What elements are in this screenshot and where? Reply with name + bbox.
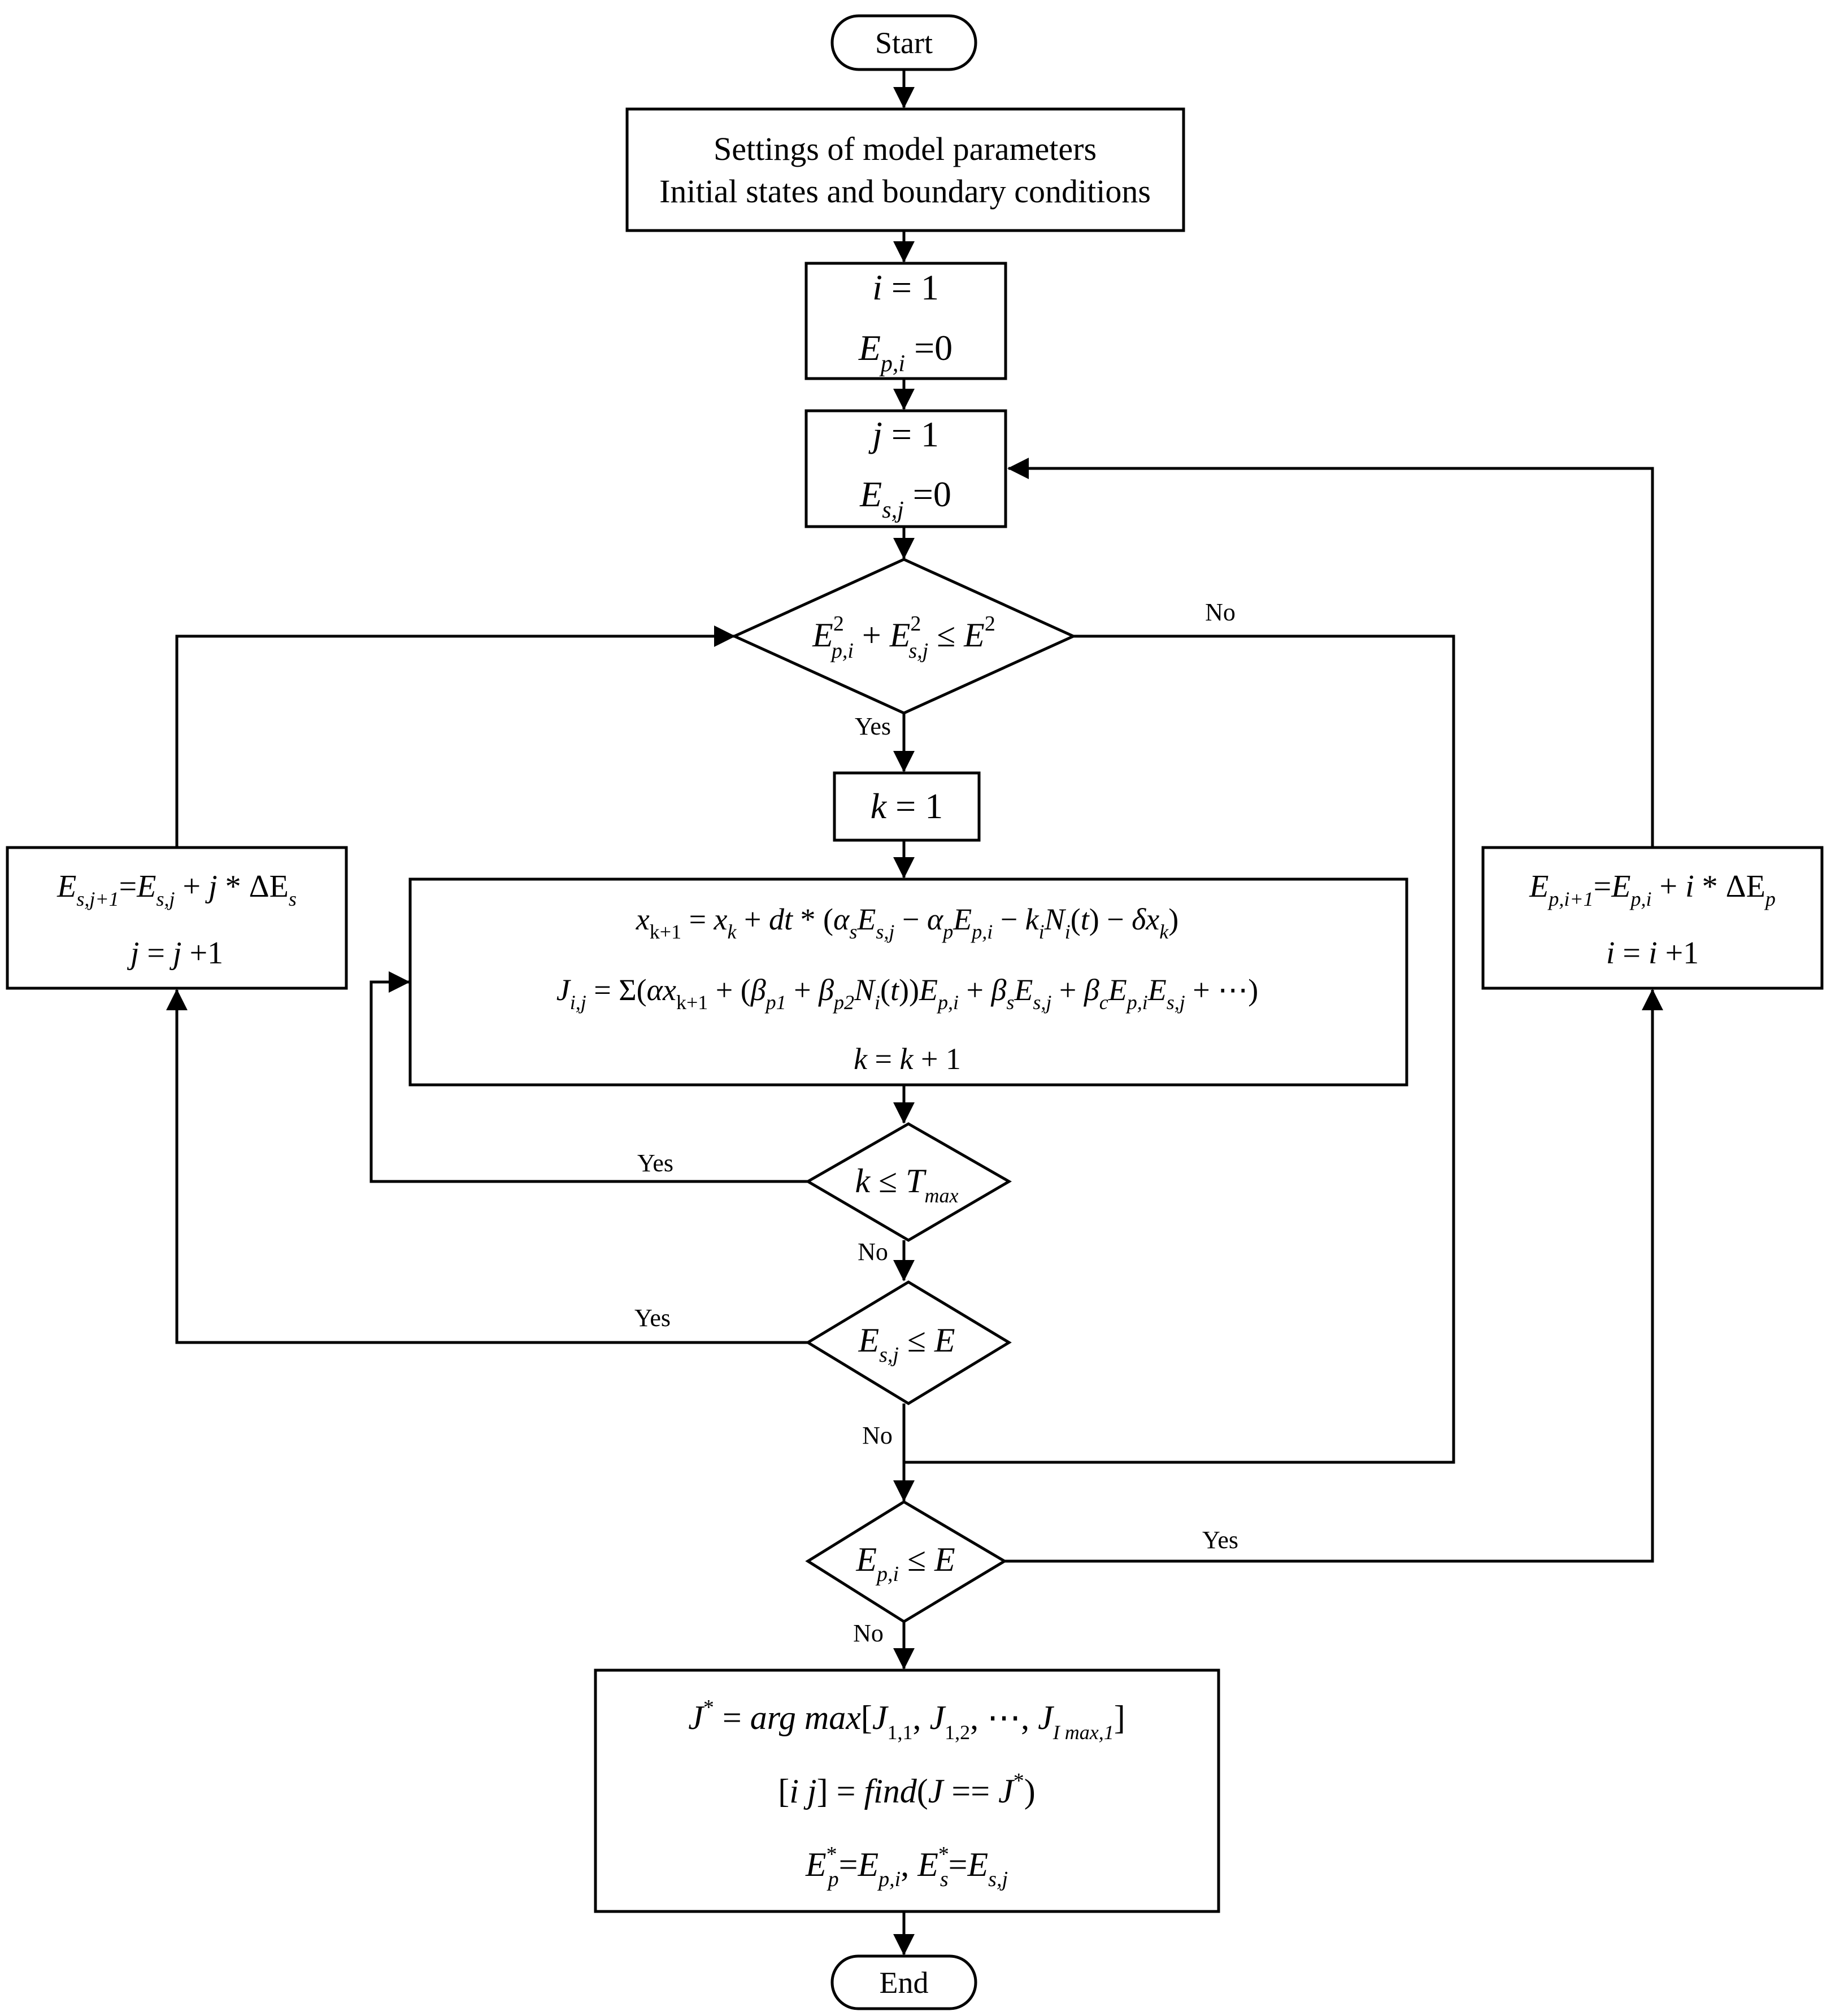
arrow-update-j-to-energy-check bbox=[175, 625, 736, 848]
connectors bbox=[166, 69, 1663, 1956]
edge-labels: No Yes Yes No Yes No Yes No bbox=[634, 598, 1238, 1647]
settings-line-1: Settings of model parameters bbox=[714, 131, 1097, 167]
init-i-line-1: i = 1 bbox=[872, 267, 939, 307]
init-k-box: k = 1 bbox=[833, 771, 981, 842]
arrow-update-i-to-init-j bbox=[1007, 458, 1654, 848]
arrow-k-yes-loop bbox=[369, 971, 808, 1183]
update-i-line-1: Ep,i+1=Ep,i + i * ΔEp bbox=[1529, 869, 1776, 910]
init-j-line-1: j = 1 bbox=[868, 414, 939, 454]
update-j-shape bbox=[6, 846, 348, 990]
init-i-box: i = 1 Ep,i =0 bbox=[804, 262, 1007, 380]
init-j-box: j = 1 Es,j =0 bbox=[804, 409, 1007, 528]
update-i-shape bbox=[1481, 846, 1824, 990]
settings-shape bbox=[625, 107, 1185, 232]
end-terminal: End bbox=[830, 1954, 977, 2010]
ep-decision-shape bbox=[805, 1500, 1007, 1623]
label-ep-no: No bbox=[853, 1619, 884, 1647]
start-label: Start bbox=[875, 26, 933, 60]
result-box: J* = arg max[J1,1, J1,2, ⋯, JI max,1] [i… bbox=[594, 1669, 1220, 1913]
settings-line-2: Initial states and boundary conditions bbox=[659, 173, 1151, 210]
es-limit-decision: Es,j ≤ E bbox=[805, 1280, 1012, 1405]
compute-line-3: k = k + 1 bbox=[854, 1042, 961, 1076]
label-k-yes: Yes bbox=[637, 1149, 673, 1177]
label-ep-yes: Yes bbox=[1202, 1526, 1238, 1554]
update-j-line-2: j = j +1 bbox=[127, 936, 223, 971]
init-k-shape bbox=[833, 771, 981, 842]
init-i-shape bbox=[804, 262, 1007, 380]
arrow-es-yes-to-update-j bbox=[166, 989, 808, 1344]
start-shape bbox=[830, 14, 977, 71]
es-decision-shape bbox=[805, 1280, 1012, 1405]
end-label: End bbox=[880, 1966, 929, 2000]
init-j-shape bbox=[804, 409, 1007, 528]
k-limit-decision: k ≤ Tmax bbox=[805, 1122, 1012, 1242]
result-line-3: E*p=Ep,i, E*s=Es,j bbox=[805, 1843, 1008, 1891]
update-i-line-2: i = i +1 bbox=[1606, 936, 1699, 971]
update-i-box: Ep,i+1=Ep,i + i * ΔEp i = i +1 bbox=[1481, 846, 1824, 990]
compute-box: xk+1 = xk + dt * (αsEs,j − αpEp,i − kiNi… bbox=[408, 877, 1408, 1087]
ep-limit-decision: Ep,i ≤ E bbox=[805, 1500, 1007, 1623]
label-k-no: No bbox=[858, 1238, 888, 1266]
end-shape bbox=[830, 1954, 977, 2010]
result-shape bbox=[594, 1669, 1220, 1913]
line-energy-no-merge bbox=[904, 635, 1455, 1464]
settings-box: Settings of model parameters Initial sta… bbox=[625, 107, 1185, 232]
result-line-2: [i j] = find(J == J*) bbox=[778, 1769, 1035, 1810]
update-j-line-1: Es,j+1=Es,j + j * ΔEs bbox=[56, 869, 297, 910]
k-decision-shape bbox=[805, 1122, 1012, 1242]
init-k-text: k = 1 bbox=[871, 786, 943, 826]
start-terminal: Start bbox=[830, 14, 977, 71]
label-energy-no: No bbox=[1205, 598, 1236, 626]
energy-decision-shape bbox=[730, 558, 1077, 715]
label-energy-yes: Yes bbox=[855, 712, 891, 740]
arrow-ep-yes-to-update-i bbox=[1004, 989, 1663, 1563]
label-es-yes: Yes bbox=[634, 1304, 671, 1332]
compute-shape bbox=[408, 877, 1408, 1087]
label-es-no: No bbox=[862, 1422, 893, 1449]
update-j-box: Es,j+1=Es,j + j * ΔEs j = j +1 bbox=[6, 846, 348, 990]
